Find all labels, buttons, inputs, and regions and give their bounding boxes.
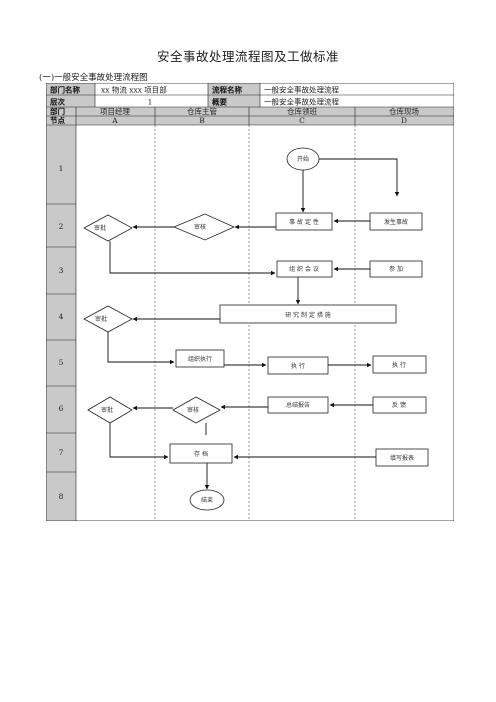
review-b2-label: 审核 (194, 223, 206, 231)
review-b2-diamond (172, 213, 235, 241)
level-label: 层次 (50, 97, 65, 107)
research-measures-box (219, 304, 397, 324)
dept-name-label: 部门名称 (50, 85, 80, 95)
participate-label: 参 加 (389, 265, 403, 273)
summary-value: 一般安全事故处理流程 (264, 97, 339, 107)
fill-report-box (375, 448, 429, 467)
row-number: 6 (59, 404, 64, 413)
flowchart-sheet: 部门名称 xx 物流 xxx 项目部 流程名称 一般安全事故处理流程 层次 1 … (46, 83, 454, 521)
start-label: 开始 (297, 155, 309, 163)
archive-box (169, 443, 233, 464)
organize-execute-label: 组织执行 (188, 355, 212, 363)
feedback-label: 反 馈 (392, 401, 406, 409)
accident-determination-box (275, 212, 333, 231)
approve-a2-label: 审批 (94, 224, 106, 232)
execute-c5-label: 执 行 (291, 362, 305, 370)
approve-a6-diamond (87, 396, 133, 424)
column-code-b: B (199, 116, 205, 125)
flow-connectors (107, 158, 400, 490)
end-node (189, 489, 225, 511)
summary-report-box (267, 396, 329, 414)
flowchart-canvas: 部门名称 xx 物流 xxx 项目部 流程名称 一般安全事故处理流程 层次 1 … (46, 83, 454, 521)
row-number: 7 (59, 448, 64, 457)
column-code-c: C (299, 116, 305, 125)
approve-a6-label: 审批 (101, 406, 113, 414)
review-b6-diamond (172, 396, 221, 424)
column-dept-b: 仓库主管 (187, 106, 217, 116)
dept-name-value: xx 物流 xxx 项目部 (101, 85, 167, 95)
column-code-a: A (111, 116, 118, 125)
approve-a4-label: 审批 (95, 315, 107, 323)
review-b6-label: 审核 (187, 406, 199, 414)
node-column-label: 节点 (50, 115, 65, 125)
flowchart-subtitle: (一)一般安全事故处理流程图 (39, 73, 148, 83)
flow-name-value: 一般安全事故处理流程 (264, 85, 339, 95)
organize-meeting-label: 组 织 会 议 (289, 265, 319, 273)
accident-determination-label: 事 故 定 性 (289, 218, 319, 226)
node-column-bg (46, 125, 76, 521)
approve-a2-diamond (83, 214, 133, 242)
research-measures-label: 研 究 制 定 措 施 (285, 311, 331, 319)
column-dept-a: 项目经理 (100, 106, 130, 116)
level-value: 1 (148, 98, 153, 107)
row-number: 4 (59, 312, 64, 321)
execute-d5-label: 执 行 (392, 361, 406, 369)
row-number: 2 (59, 222, 64, 231)
approve-a4-diamond (83, 305, 133, 333)
dept-column-label: 部门 (50, 106, 65, 116)
end-label: 结束 (201, 496, 213, 504)
flow-name-label: 流程名称 (212, 85, 242, 95)
column-dept-c: 仓库领班 (287, 106, 317, 116)
summary-label: 概要 (212, 97, 227, 107)
execute-c5-box (267, 356, 329, 375)
column-code-d: D (401, 116, 407, 125)
row-number: 5 (59, 358, 64, 367)
row-number: 8 (59, 492, 64, 501)
organize-execute-box (175, 349, 225, 368)
column-dept-d: 仓库现场 (389, 106, 419, 116)
execute-d5-box (372, 355, 427, 374)
row-number: 1 (59, 164, 64, 173)
archive-label: 存 档 (194, 450, 208, 458)
row-number: 3 (59, 266, 64, 275)
page-title: 安全事故处理流程图及工做标准 (156, 49, 339, 64)
summary-report-label: 总结报告 (286, 401, 310, 409)
organize-meeting-box (276, 260, 333, 278)
fill-report-label: 填写报表 (390, 454, 414, 462)
accident-occur-box (369, 212, 423, 231)
accident-occur-label: 发生事故 (384, 218, 408, 226)
